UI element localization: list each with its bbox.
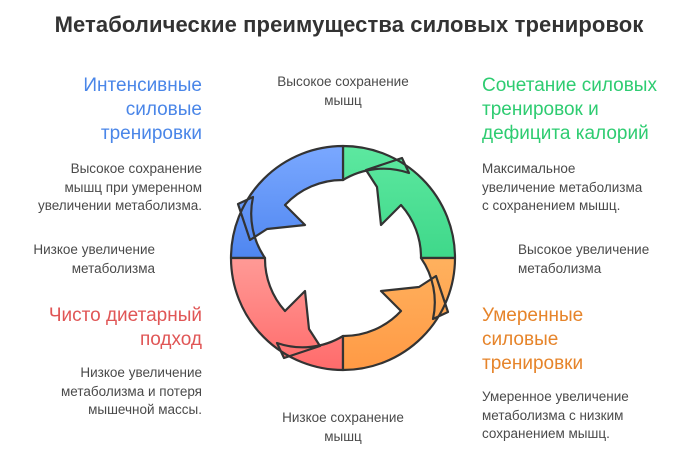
heading-combined-approach: Сочетание силовых тренировок и дефицита … [482, 75, 657, 144]
segment-top-right [341, 144, 457, 260]
axis-label-right: Высокое увеличение метаболизма [518, 242, 650, 276]
segment-bottom-right [341, 256, 457, 372]
axis-label-left: Низкое увеличение метаболизма [33, 242, 155, 276]
segment-bottom-left [229, 256, 345, 372]
heading-moderate-training: Умеренные силовые тренировки [482, 305, 584, 374]
desc-combined-approach: Максимальное увеличение метаболизма с со… [482, 161, 643, 213]
axis-label-top: Высокое сохранение мышц [277, 74, 409, 108]
desc-intense-training: Высокое сохранение мышц при умеренном ув… [37, 161, 202, 213]
desc-diet-only: Низкое увеличение метаболизма и потеря м… [61, 365, 202, 417]
axis-label-bottom: Низкое сохранение мышц [282, 410, 404, 444]
desc-moderate-training: Умеренное увеличение метаболизма с низки… [482, 389, 629, 441]
diagram-title: Метаболические преимущества силовых трен… [54, 12, 644, 37]
heading-intense-training: Интенсивные силовые тренировки [83, 75, 202, 144]
heading-diet-only: Чисто диетарный подход [48, 305, 202, 350]
segment-top-left [229, 144, 345, 260]
